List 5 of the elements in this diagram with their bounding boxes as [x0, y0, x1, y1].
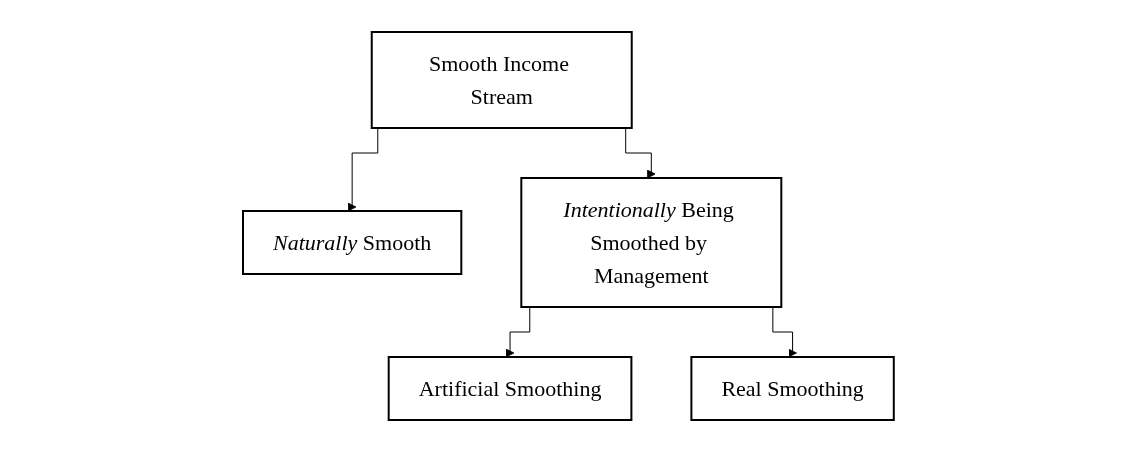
node-box: Smooth Income Stream — [370, 31, 633, 129]
node-box: Real Smoothing — [690, 356, 895, 421]
node-box: Artificial Smoothing — [387, 356, 633, 421]
node-box: Intentionally Being Smoothed by Management — [520, 177, 783, 308]
node-box: Naturally Smooth — [242, 210, 463, 275]
